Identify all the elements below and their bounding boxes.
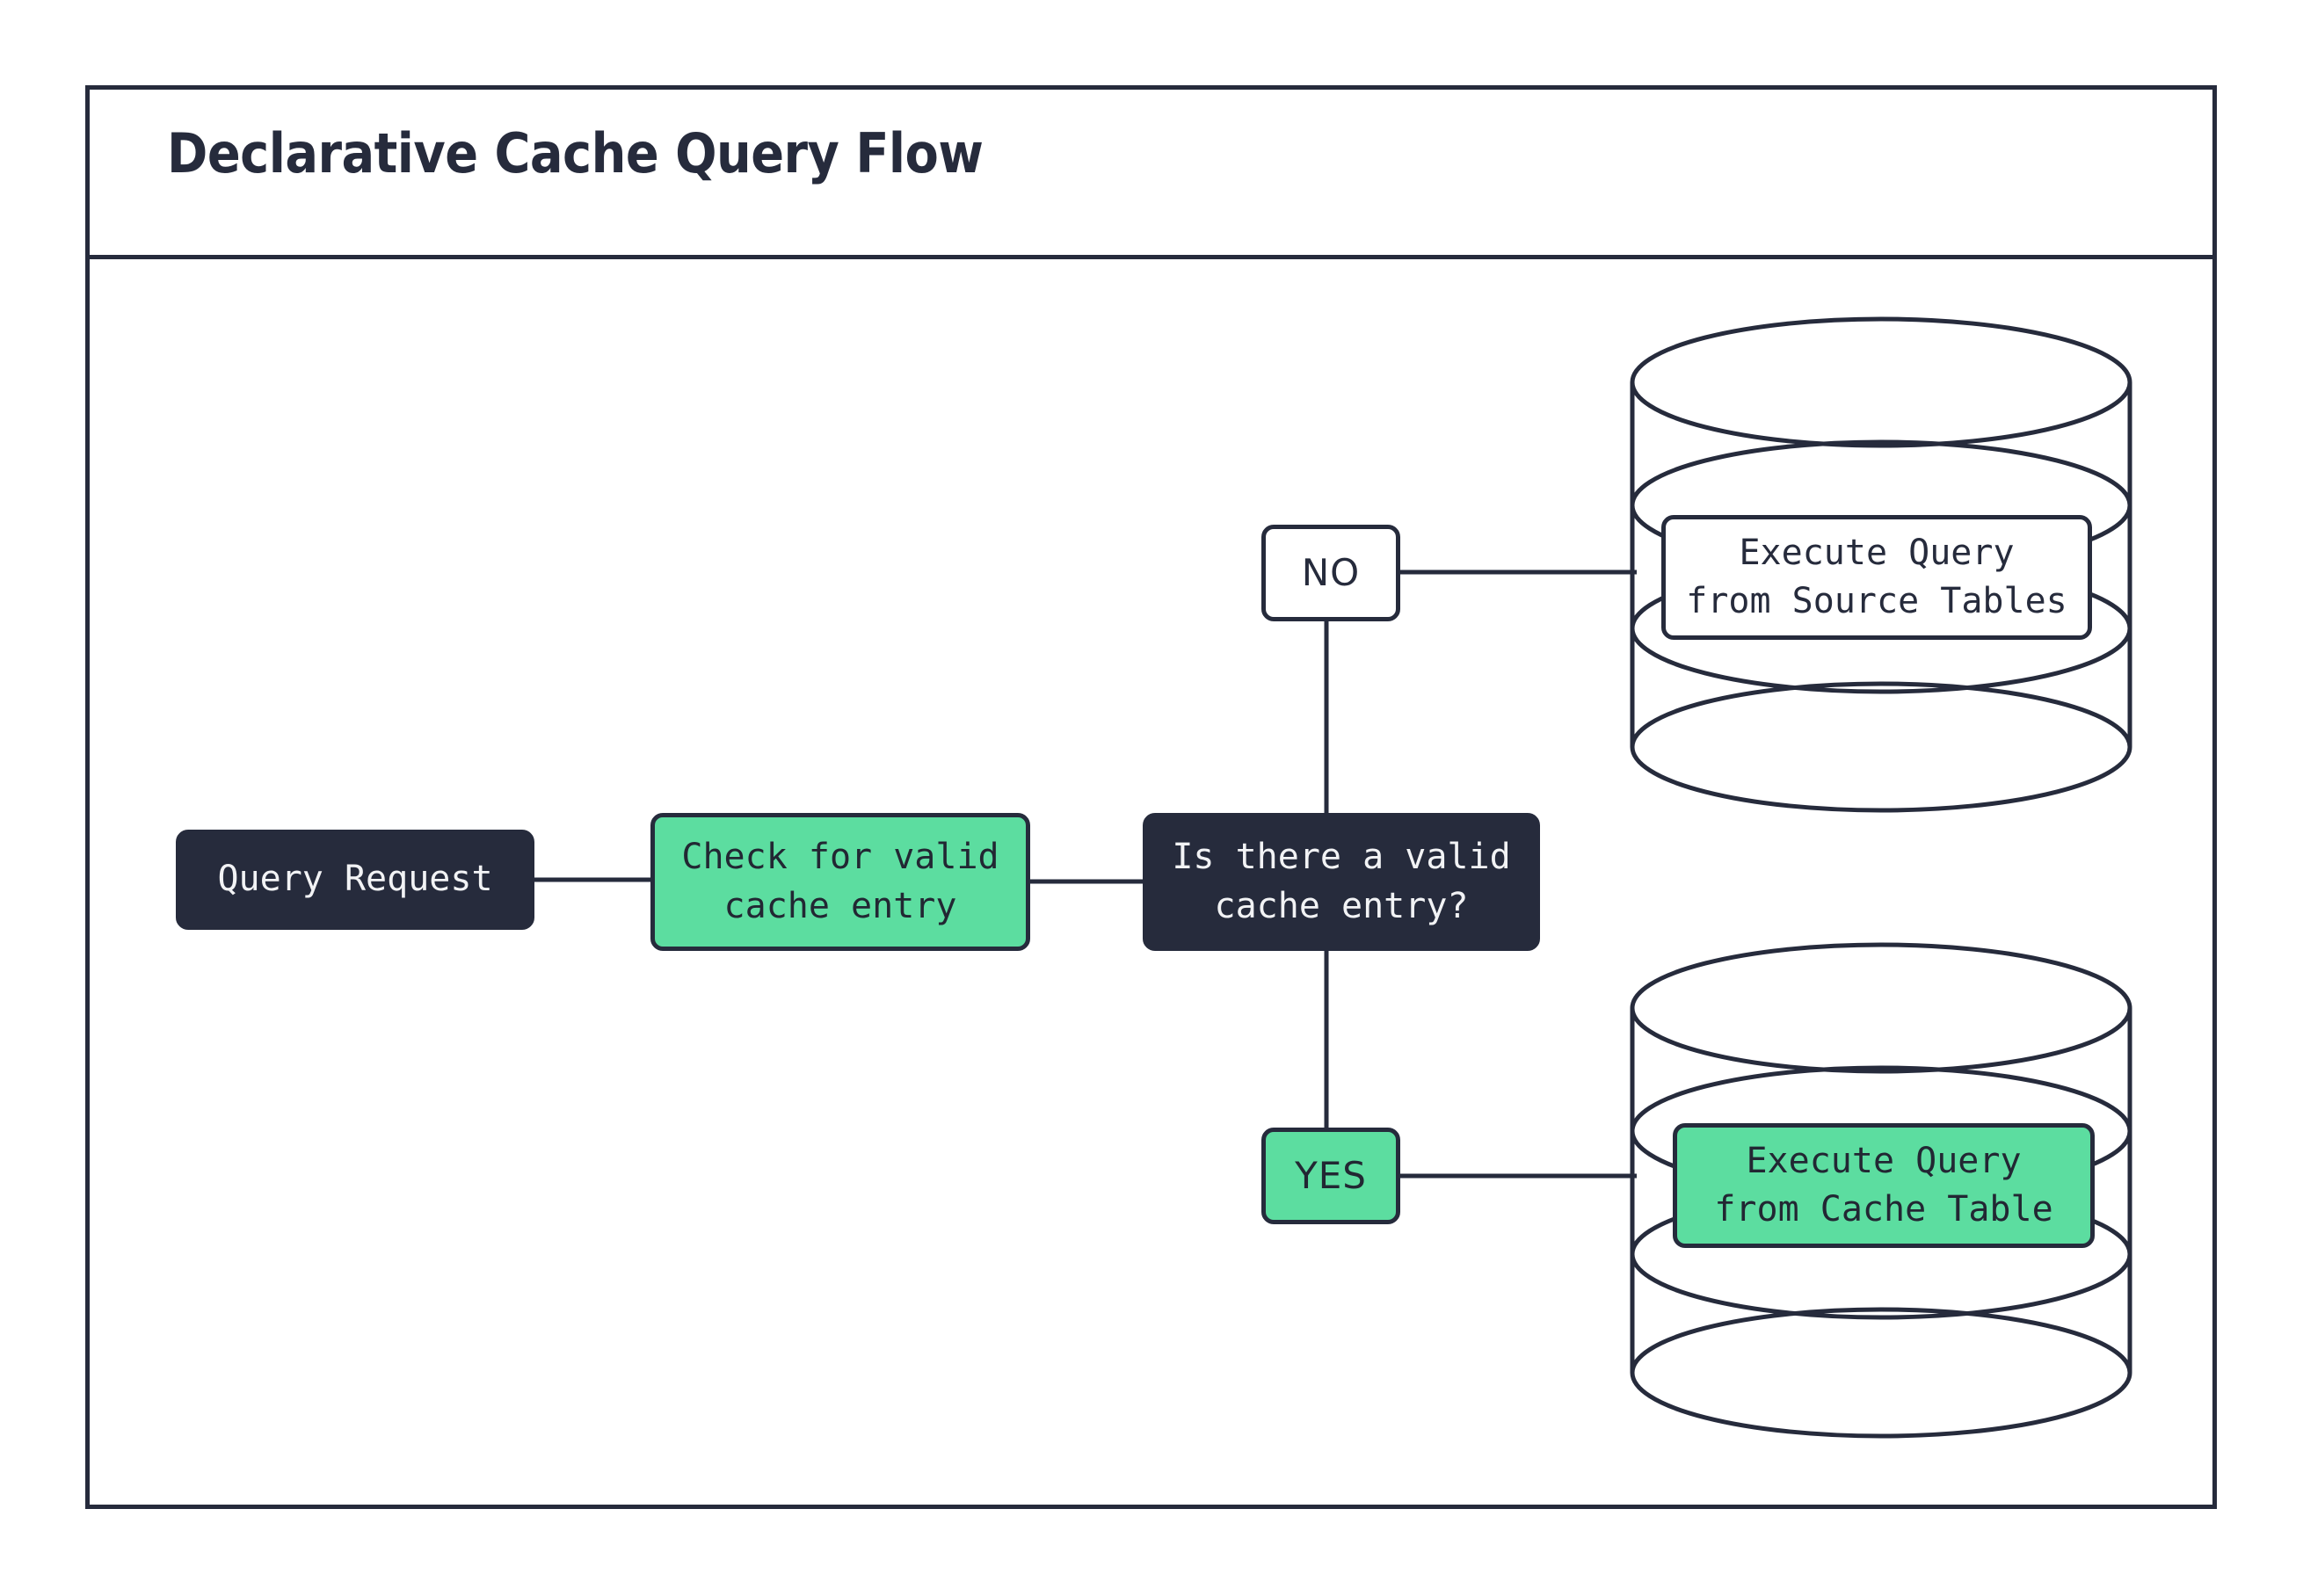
node-is-there-a-valid-cache-entry[interactable]: Is there a valid cache entry? xyxy=(1143,813,1540,951)
node-execute-query-from-source-tables[interactable]: Execute Query from Source Tables xyxy=(1661,515,2092,640)
node-execute-query-from-cache-table[interactable]: Execute Query from Cache Table xyxy=(1673,1123,2095,1248)
database-cylinder-icon xyxy=(1630,942,2132,1439)
page-title: Declarative Cache Query Flow xyxy=(167,121,984,185)
diagram-frame xyxy=(85,85,2217,1509)
edge-label-no[interactable]: NO xyxy=(1261,525,1400,621)
node-check-for-valid-cache-entry[interactable]: Check for valid cache entry xyxy=(650,813,1030,951)
diagram-title-bar xyxy=(85,85,2217,259)
node-query-request[interactable]: Query Request xyxy=(176,830,534,930)
database-cylinder-icon xyxy=(1630,316,2132,813)
edge-label-yes[interactable]: YES xyxy=(1261,1128,1400,1224)
